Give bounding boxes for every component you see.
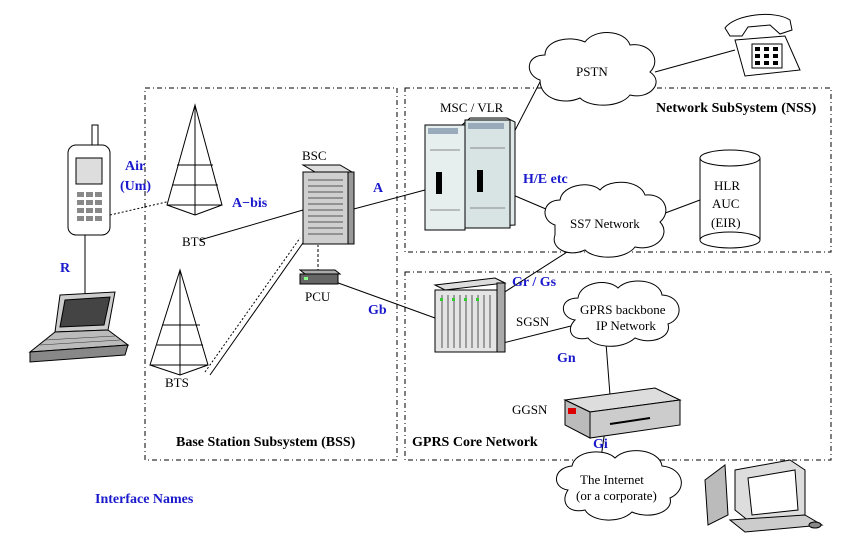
bsc-label: BSC bbox=[302, 148, 327, 163]
bts-bottom-label: BTS bbox=[165, 375, 189, 390]
ss7-network-cloud bbox=[544, 181, 667, 258]
interface-gn: Gn bbox=[557, 351, 576, 366]
mobile-phone-icon bbox=[67, 124, 111, 236]
interface-abis: A−bis bbox=[232, 196, 268, 211]
pstn-cloud bbox=[528, 32, 657, 106]
interface-um: (Um) bbox=[120, 179, 151, 194]
gprs-backbone-cloud bbox=[562, 280, 680, 347]
hlr-label: HLR bbox=[714, 178, 740, 193]
auc-label: AUC bbox=[712, 196, 739, 211]
bts-top-icon bbox=[166, 103, 223, 216]
region-labels: Base Station Subsystem (BSS) Network Sub… bbox=[176, 101, 817, 450]
link-bsc-msc bbox=[349, 189, 426, 211]
gprs-backbone-label-1: GPRS backbone bbox=[580, 302, 666, 317]
interface-he: H/E etc bbox=[523, 172, 568, 187]
laptop-icon bbox=[28, 291, 130, 363]
link-bts-bsc bbox=[199, 209, 304, 241]
interface-air: Air bbox=[125, 159, 145, 174]
sgsn-label: SGSN bbox=[516, 314, 550, 329]
ggsn-label: GGSN bbox=[512, 402, 548, 417]
hlr-database-icon bbox=[699, 149, 761, 249]
link-pcu-sgsn bbox=[329, 279, 436, 319]
msc-vlr-label: MSC / VLR bbox=[440, 100, 504, 115]
pcu-label: PCU bbox=[305, 289, 331, 304]
gprs-region-label: GPRS Core Network bbox=[412, 435, 538, 450]
bts-top-label: BTS bbox=[182, 234, 206, 249]
msc-vlr-icon bbox=[424, 117, 516, 231]
interface-grgs: Gr / Gs bbox=[512, 275, 557, 290]
interface-a: A bbox=[373, 181, 384, 196]
interface-gb: Gb bbox=[368, 303, 387, 318]
nss-region-label: Network SubSystem (NSS) bbox=[656, 101, 817, 116]
link-phone-bts-air bbox=[109, 199, 176, 216]
desktop-computer-icon bbox=[704, 459, 824, 533]
internet-label-2: (or a corporate) bbox=[576, 488, 657, 503]
link-bts2-bsc-a bbox=[209, 239, 306, 376]
pstn-label: PSTN bbox=[576, 64, 608, 79]
links bbox=[84, 49, 736, 466]
internet-label-1: The Internet bbox=[580, 472, 644, 487]
bts-bottom-icon bbox=[149, 268, 209, 376]
node-labels: BSC BTS BTS PCU MSC / VLR PSTN SS7 Netwo… bbox=[165, 64, 741, 503]
interface-labels: Air (Um) A−bis A H/E etc R Gb Gr / Gs Gn… bbox=[60, 159, 608, 452]
ss7-label: SS7 Network bbox=[570, 216, 640, 231]
link-pstn-phone bbox=[654, 49, 736, 73]
telephone-icon bbox=[724, 14, 801, 77]
internet-cloud bbox=[556, 450, 682, 521]
pcu-icon bbox=[298, 269, 342, 285]
bss-region-label: Base Station Subsystem (BSS) bbox=[176, 435, 356, 450]
link-sgsn-backbone bbox=[494, 324, 576, 346]
bsc-icon bbox=[301, 164, 355, 245]
legend-interface-names: Interface Names bbox=[95, 492, 194, 507]
interface-r: R bbox=[60, 261, 71, 276]
link-ss7-sgsn bbox=[499, 244, 579, 296]
bss-region bbox=[144, 87, 398, 461]
link-bts2-bsc-b bbox=[204, 237, 301, 373]
interface-gi: Gi bbox=[593, 437, 608, 452]
gprs-region bbox=[404, 271, 832, 461]
dotted-links bbox=[109, 199, 301, 373]
sgsn-icon bbox=[433, 277, 507, 353]
link-ss7-hlr bbox=[659, 199, 701, 216]
ggsn-icon bbox=[563, 387, 682, 439]
gprs-backbone-label-2: IP Network bbox=[596, 318, 656, 333]
eir-label: (EIR) bbox=[711, 215, 741, 230]
